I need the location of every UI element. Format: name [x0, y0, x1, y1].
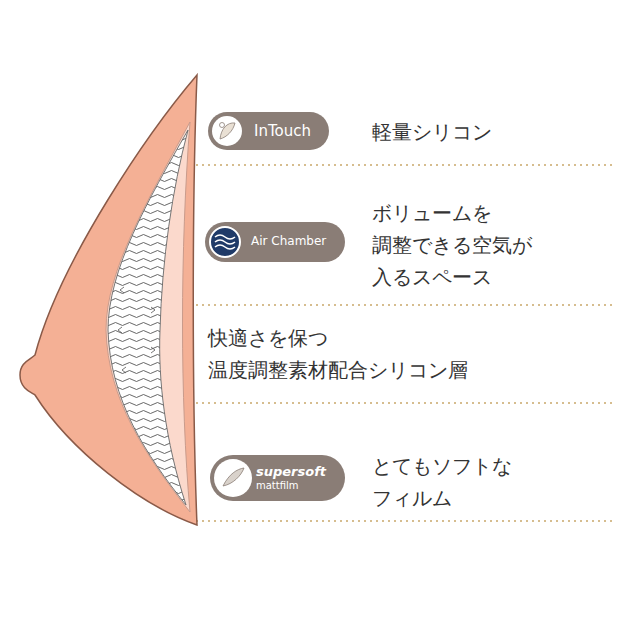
badge-symbol: [211, 228, 243, 260]
divider-lines: [190, 165, 612, 521]
air-wave: [215, 235, 235, 239]
badge-symbol: [214, 459, 252, 497]
feature-badge: Air Chamber: [205, 222, 345, 262]
air-chamber: [108, 130, 188, 505]
air-wave: [215, 245, 235, 249]
touch-dot: [220, 123, 225, 128]
feature-description: 快適さを保つ 温度調整素材配合シリコン層: [208, 322, 468, 386]
air-chamber-waves: [108, 130, 188, 505]
air-arrows: [118, 287, 155, 373]
air-wave: [215, 240, 235, 244]
badge-text: InTouch: [254, 123, 313, 140]
feather-symbol: [223, 468, 244, 486]
feature-description: ボリュームを 調整できる空気が 入るスペース: [372, 197, 532, 293]
badge-icon: [214, 459, 252, 497]
badge-text: supersoft: [256, 465, 329, 479]
badge-text: Air Chamber: [251, 235, 329, 248]
touch-symbol: [220, 123, 235, 139]
feature-description: とてもソフトな フィルム: [372, 450, 512, 514]
badge-icon: [209, 226, 241, 258]
outer-silicone: [20, 75, 197, 525]
badge-text: mattfilm: [256, 480, 329, 491]
feature-badge: InTouch: [208, 112, 329, 150]
feature-description: 軽量シリコン: [372, 116, 492, 148]
temperature-layer: [106, 122, 190, 512]
badge-symbol: [212, 116, 242, 146]
feature-badge: supersoftmattfilm: [210, 455, 345, 501]
badge-icon: [212, 116, 242, 146]
